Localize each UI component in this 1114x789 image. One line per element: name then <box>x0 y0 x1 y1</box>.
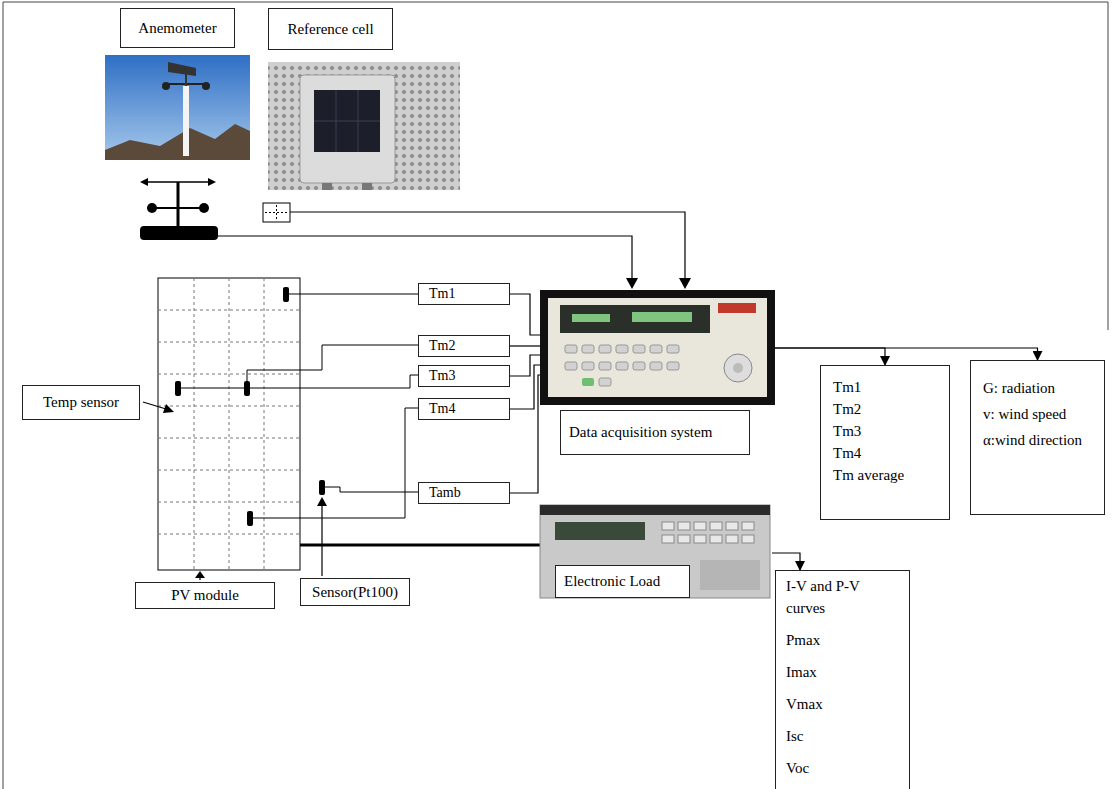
sensor-wires <box>180 294 418 518</box>
label-box: PV module <box>135 582 275 609</box>
channel-box: Tm4 <box>418 398 510 420</box>
electronic-load-device <box>540 505 770 598</box>
box-text: α:wind direction <box>983 427 1082 453</box>
box-text: I-V and P-V curves <box>786 575 899 619</box>
box-text: PV module <box>171 587 239 604</box>
box-text: Tm3 <box>429 368 455 384</box>
box-text: v: wind speed <box>983 401 1066 427</box>
anemometer-photo <box>105 55 250 160</box>
connector <box>775 348 885 365</box>
box-text: Tm3 <box>833 420 861 442</box>
connector <box>772 553 800 570</box>
box-text: Tm1 <box>429 286 455 302</box>
box-text: Temp sensor <box>43 394 119 411</box>
leader-arrows <box>143 402 327 580</box>
box-text: Tm average <box>833 464 904 486</box>
box-text: Pmax <box>786 629 820 651</box>
box-text: Tm4 <box>429 401 455 417</box>
device-node: Electronic Load <box>540 505 772 600</box>
box-text: Tm2 <box>833 398 861 420</box>
box-text: Tm2 <box>429 338 455 354</box>
box-text: Vmax <box>786 693 823 715</box>
power-cable <box>300 544 540 547</box>
reference-cell-photo <box>268 62 460 190</box>
box-text: Imax <box>786 661 817 683</box>
label-box: Anemometer <box>120 8 235 48</box>
device-label: Electronic Load <box>555 565 690 598</box>
output-box: I-V and P-V curvesPmaxImaxVmaxIscVoc <box>775 570 910 789</box>
box-text: Tm1 <box>833 376 861 398</box>
data-acquisition-device <box>540 290 775 405</box>
box-text: Reference cell <box>287 21 373 38</box>
box-text: Isc <box>786 725 804 747</box>
channel-box: Tm1 <box>418 283 510 305</box>
wind-signal-wire <box>218 236 632 280</box>
connector <box>510 345 540 346</box>
connector <box>510 294 540 335</box>
box-text: Tamb <box>429 485 461 501</box>
channel-box: Tm2 <box>418 335 510 357</box>
label-box: Reference cell <box>268 8 393 50</box>
channel-box: Tm3 <box>418 365 510 387</box>
label-box: Temp sensor <box>22 385 140 420</box>
box-text: Sensor(Pt100) <box>312 584 398 601</box>
device-node: Data acquisition system <box>540 290 775 457</box>
label-box: Sensor(Pt100) <box>300 578 410 606</box>
box-text: G: radiation <box>983 375 1055 401</box>
anemometer-symbol <box>140 178 218 240</box>
box-text: Voc <box>786 757 809 779</box>
output-box: Tm1Tm2Tm3Tm4Tm average <box>820 365 950 520</box>
reference-cell-icon <box>263 203 290 222</box>
temperature-sensors <box>175 287 325 526</box>
pv-module-grid <box>158 278 300 570</box>
connector <box>775 348 1038 360</box>
arrowhead <box>626 278 638 289</box>
arrowhead <box>679 278 691 289</box>
connector <box>510 365 540 409</box>
output-box: G: radiationv: wind speedα:wind directio… <box>970 360 1105 515</box>
device-label: Data acquisition system <box>560 410 750 455</box>
box-text: Tm4 <box>833 442 861 464</box>
radiation-signal-wire <box>290 212 685 280</box>
page-frame <box>3 2 1108 789</box>
connector <box>510 375 540 493</box>
box-text: Anemometer <box>138 20 216 37</box>
channel-box: Tamb <box>418 482 510 504</box>
